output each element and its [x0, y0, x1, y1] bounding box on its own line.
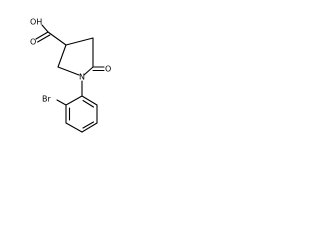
carboxyl-oxygen-label: O	[30, 38, 36, 47]
bond-cooh-to-oh	[41, 24, 49, 33]
bond-ph-3-4	[65, 122, 83, 133]
bond-cooh-double-o-a	[35, 31, 49, 40]
bromine-label: Br	[42, 95, 51, 104]
bond-c3-c4	[65, 37, 94, 46]
bond-ph-br	[56, 99, 67, 106]
bond-ph-1-2	[65, 95, 83, 106]
structure-diagram: OH O O N Br	[30, 18, 111, 133]
bond-cooh-double-o-b	[37, 34, 51, 43]
ketone-oxygen-label: O	[105, 65, 111, 74]
bond-n-c2	[57, 66, 80, 76]
bond-ph-6-1	[81, 95, 98, 106]
hydroxyl-label: OH	[30, 18, 42, 27]
bond-cooh-to-ring	[47, 31, 67, 46]
bond-ph-inner-c	[82, 99, 95, 108]
bond-ph-4-5	[81, 122, 98, 133]
bond-c2-c3	[57, 44, 67, 68]
bond-c5-n	[83, 66, 94, 76]
bond-ph-inner-b	[82, 121, 95, 129]
nitrogen-label: N	[79, 73, 85, 82]
